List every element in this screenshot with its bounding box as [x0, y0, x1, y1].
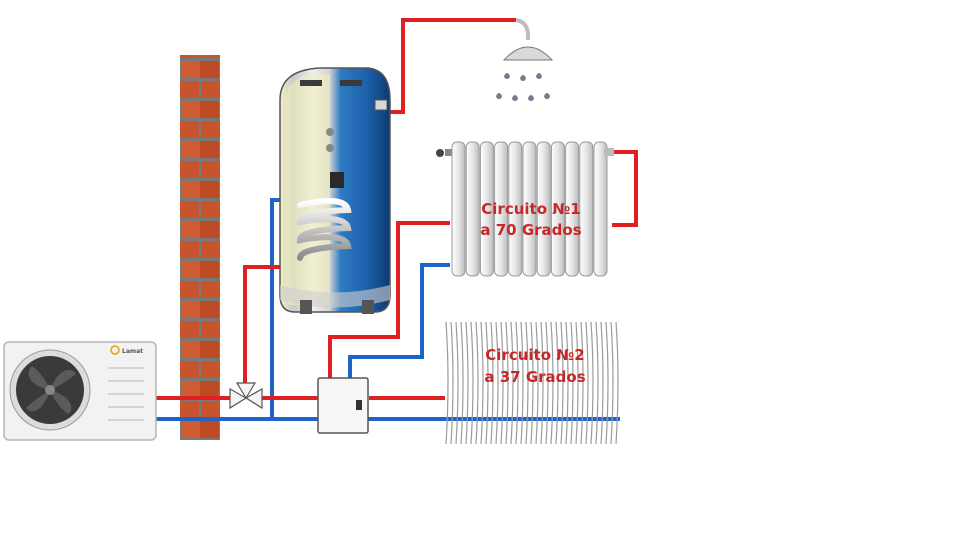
hydraulic-module-icon	[317, 377, 369, 434]
circuit-1-line-2: a 70 Grados	[480, 221, 581, 239]
floor-heating-loop	[520, 321, 524, 445]
radiator-fin	[508, 141, 523, 277]
floor-heating-loop	[540, 321, 544, 445]
floor-heating-loop	[495, 321, 499, 445]
floor-heating-loop	[585, 321, 589, 445]
shower-icon	[496, 18, 554, 101]
circuit-1-label: Circuito №1 a 70 Grados	[480, 200, 581, 239]
floor-heating-loop	[450, 321, 454, 445]
circuit-2-line-2: a 37 Grados	[484, 368, 585, 386]
heating-coil	[296, 198, 352, 261]
floor-heating-loop	[615, 321, 619, 445]
brick-wall-icon	[180, 55, 220, 440]
floor-heating-loop	[575, 321, 579, 445]
radiator-fin	[522, 141, 537, 277]
floor-heating-loop	[455, 321, 459, 445]
floor-heating-loop	[530, 321, 534, 445]
radiator-fin	[494, 141, 509, 277]
floor-heating-loop	[570, 321, 574, 445]
floor-heating-loop	[510, 321, 514, 445]
radiator-fin	[465, 141, 480, 277]
floor-heating-loop	[580, 321, 584, 445]
floor-heating-loop	[525, 321, 529, 445]
floor-heating-loop	[465, 321, 469, 445]
circuit-1-line-1: Circuito №1	[481, 200, 580, 218]
radiator-fin	[565, 141, 580, 277]
circuit-2-line-1: Circuito №2	[485, 346, 584, 364]
floor-heating-loop	[480, 321, 484, 445]
radiator-icon	[436, 141, 614, 277]
floor-heating-loop	[605, 321, 609, 445]
floor-heating-loop	[590, 321, 594, 445]
radiator-fin	[550, 141, 565, 277]
floor-heating-loop	[515, 321, 519, 445]
underfloor-heating-icon	[445, 321, 619, 445]
floor-heating-loop	[545, 321, 549, 445]
radiator-fin	[479, 141, 494, 277]
heat-pump-icon: Lamat	[3, 341, 157, 441]
floor-heating-loop	[600, 321, 604, 445]
water-tank-icon	[279, 67, 391, 314]
floor-heating-loop	[610, 321, 614, 445]
floor-heating-loop	[445, 321, 449, 445]
floor-heating-loop	[565, 321, 569, 445]
floor-heating-loop	[485, 321, 489, 445]
floor-heating-loop	[500, 321, 504, 445]
heat-pump-brand: Lamat	[122, 348, 143, 355]
floor-heating-loop	[505, 321, 509, 445]
hot-pipes	[150, 18, 638, 400]
floor-heating-loop	[470, 321, 474, 445]
radiator-fin	[593, 141, 608, 277]
radiator-fin	[579, 141, 594, 277]
radiator-fin	[451, 141, 466, 277]
floor-heating-loop	[535, 321, 539, 445]
floor-heating-loop	[475, 321, 479, 445]
radiator-fin	[536, 141, 551, 277]
floor-heating-loop	[460, 321, 464, 445]
floor-heating-loop	[490, 321, 494, 445]
circuit-2-label: Circuito №2 a 37 Grados	[484, 346, 585, 386]
three-way-valve-icon	[229, 382, 263, 410]
floor-heating-loop	[550, 321, 554, 445]
floor-heating-loop	[595, 321, 599, 445]
floor-heating-loop	[560, 321, 564, 445]
floor-heating-loop	[555, 321, 559, 445]
